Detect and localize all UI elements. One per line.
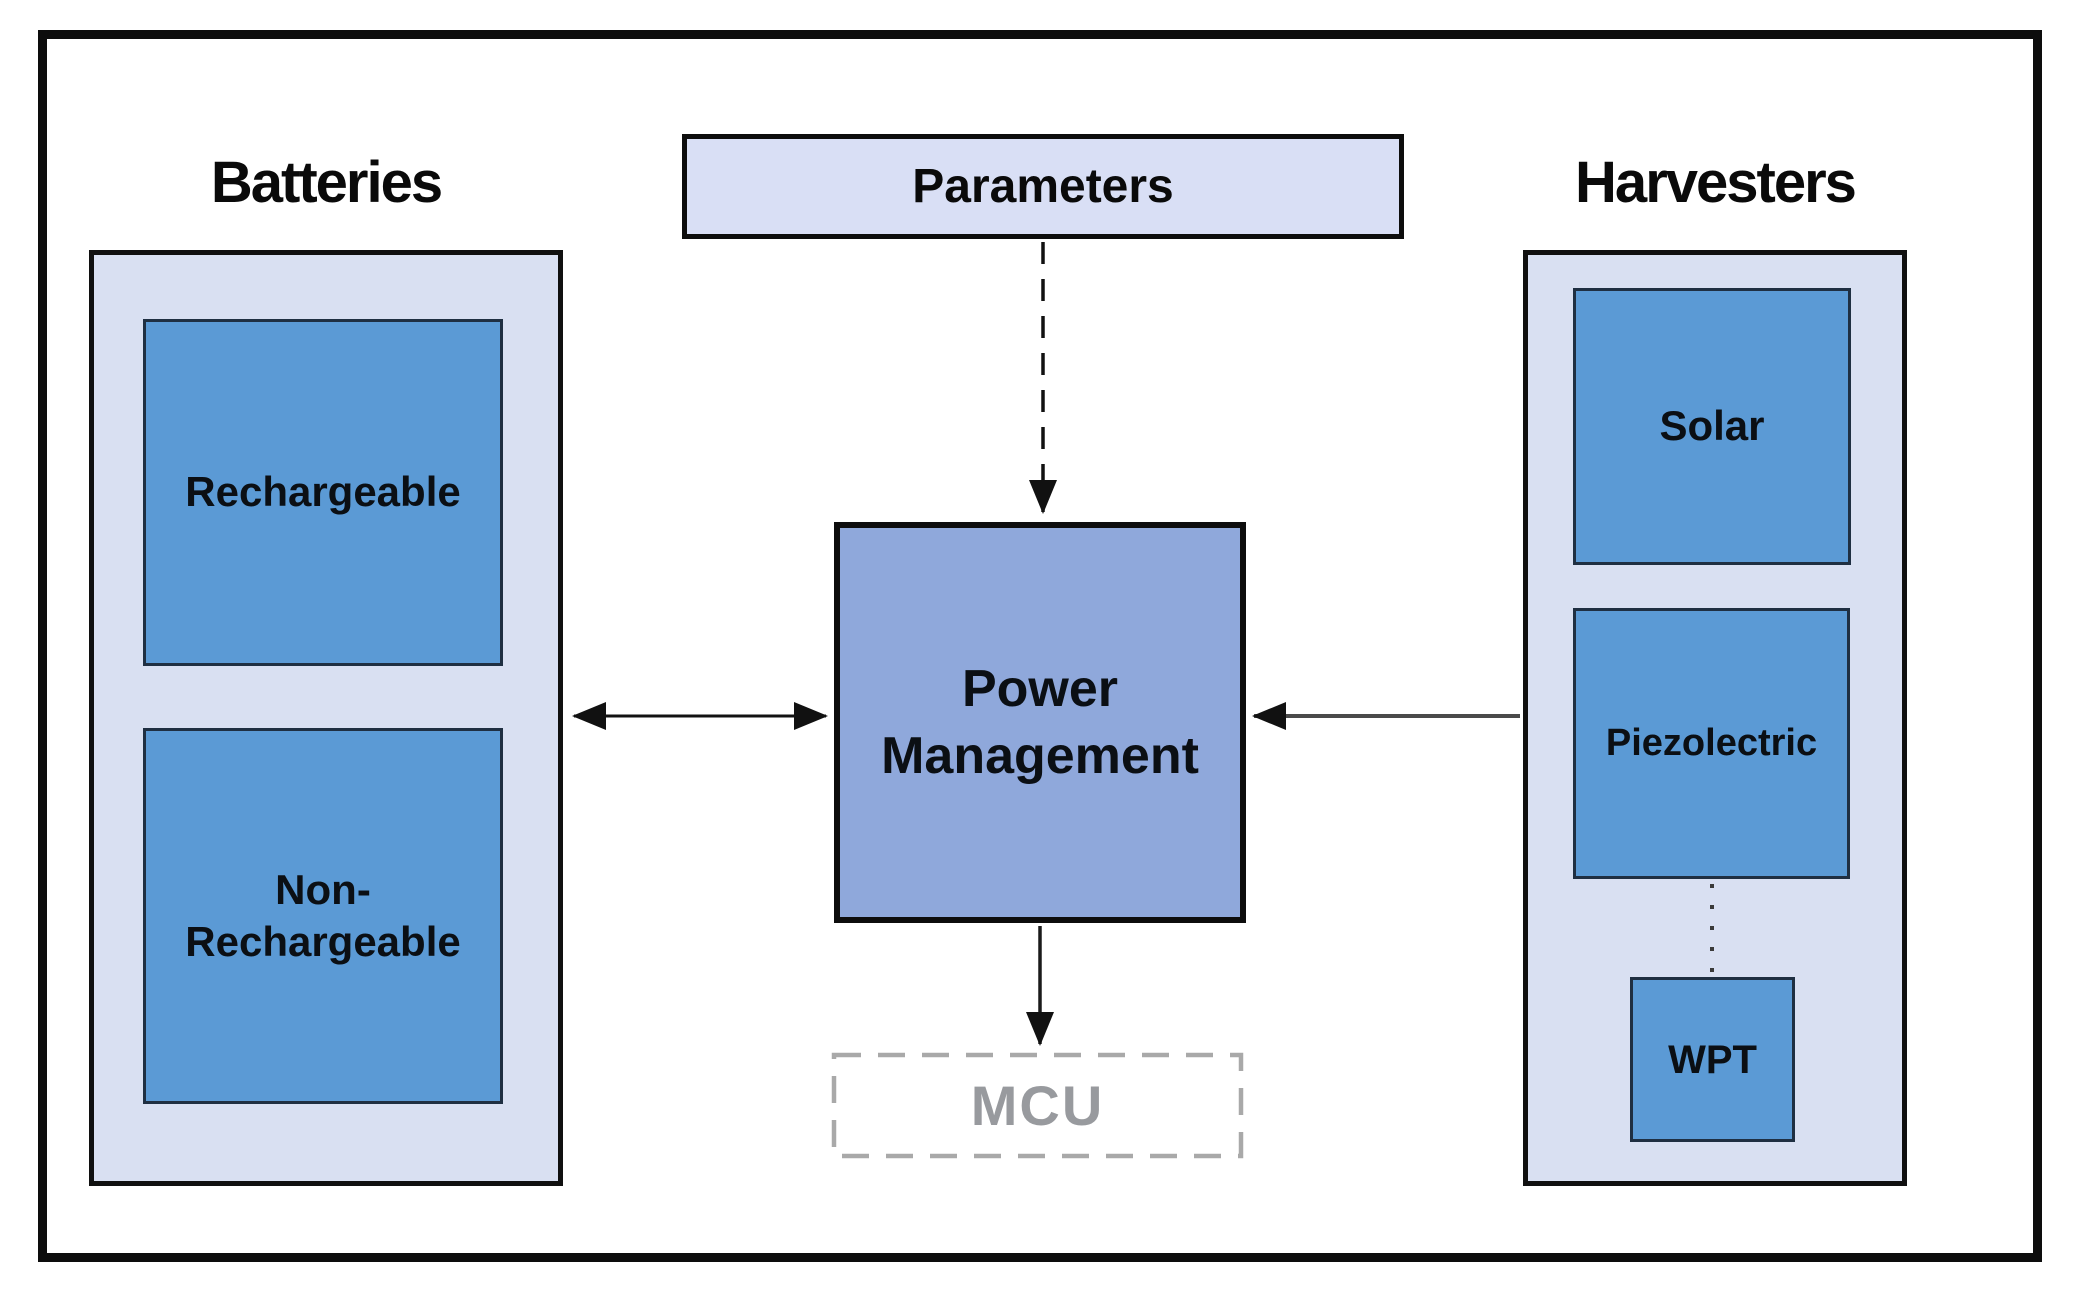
rechargeable-box: Rechargeable (143, 319, 503, 666)
wpt-box: WPT (1630, 977, 1795, 1142)
harvesters-title: Harvesters (1575, 149, 1857, 215)
solar-box: Solar (1573, 288, 1851, 565)
mcu-box: MCU (970, 1074, 1105, 1137)
batteries-title: Batteries (210, 149, 443, 215)
power-management-box: Power Management (834, 522, 1246, 923)
parameters-box: Parameters (682, 134, 1404, 239)
piezolectric-box: Piezolectric (1573, 608, 1850, 879)
non-rechargeable-box: Non- Rechargeable (143, 728, 503, 1104)
